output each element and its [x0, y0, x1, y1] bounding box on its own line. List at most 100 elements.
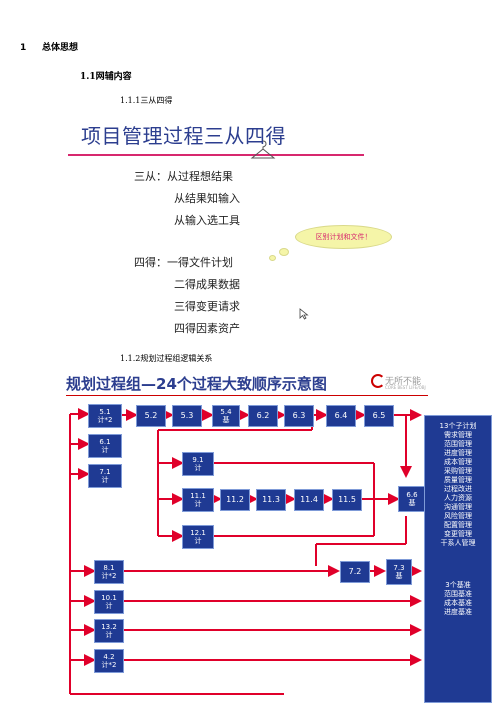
process-id: 11.2: [226, 495, 244, 504]
process-id: 7.2: [348, 567, 362, 576]
process-tag: 基: [408, 499, 416, 507]
panel-item: 需求管理: [444, 431, 472, 439]
process-tag: 计: [194, 500, 202, 508]
heading-text: 总体思想: [42, 43, 79, 53]
sancong-line-3: 从输入选工具: [174, 214, 240, 227]
process-id: 10.1: [101, 594, 117, 602]
process-tag: 计: [194, 464, 202, 472]
process-box: 5.3: [172, 405, 202, 427]
process-id: 6.2: [256, 411, 270, 420]
process-id: 8.1: [103, 564, 115, 572]
heading-1: 1 总体思想: [20, 40, 78, 53]
bubble-dot: [279, 248, 289, 256]
logo-text: 无所不能: [385, 377, 422, 387]
title-underline: [68, 154, 364, 156]
panel-item: 采购管理: [444, 467, 472, 475]
panel-item: 质量管理: [444, 476, 472, 484]
process-tag: 计: [194, 537, 202, 545]
process-id: 6.3: [292, 411, 306, 420]
panel-item: 配置管理: [444, 521, 472, 529]
process-id: 6.5: [372, 411, 386, 420]
slide-sancong-side: 项目管理过程三从四得 三从：从过程想结果 从结果知输入 从输入选工具 四得：一得…: [64, 112, 394, 344]
process-id: 11.5: [338, 495, 356, 504]
process-tag: 计: [101, 446, 109, 454]
panel-item: 成本基准: [444, 599, 472, 607]
process-box: 11.4: [294, 489, 324, 511]
panel-heading: 3个基准: [445, 581, 471, 589]
panel-item: 风险管理: [444, 512, 472, 520]
panel-item: 变更管理: [444, 530, 472, 538]
sancong-line-1: 三从：从过程想结果: [134, 170, 233, 183]
heading-2: 1.1网辅内容: [80, 72, 132, 82]
process-box: 11.5: [332, 489, 362, 511]
cursor-icon: [299, 308, 309, 320]
process-id: 11.3: [262, 495, 280, 504]
process-id: 9.1: [192, 456, 204, 464]
process-tag: 基: [222, 416, 230, 424]
bubble-dot: [269, 255, 276, 261]
thought-bubble: 区别计划和文件！: [295, 225, 392, 249]
panel-item: 进度基准: [444, 608, 472, 616]
process-id: 5.4: [220, 408, 232, 416]
slide-title: 规划过程组—24个过程大致顺序示意图: [66, 375, 327, 393]
process-tag: 计: [101, 476, 109, 484]
slide-process-flow: 规划过程组—24个过程大致顺序示意图 无所不能 CORE BEST LIFE/O…: [64, 368, 492, 706]
process-id: 6.4: [334, 411, 348, 420]
plans-panel: 13个子计划 需求管理 范围管理 进度管理 成本管理 采购管理 质量管理 过程改…: [424, 415, 492, 703]
process-id: 13.2: [101, 623, 117, 631]
process-tag: 计: [105, 602, 113, 610]
process-tag: 基: [395, 572, 403, 580]
process-id: 11.1: [190, 492, 206, 500]
process-id: 12.1: [190, 529, 206, 537]
panel-item: 成本管理: [444, 458, 472, 466]
process-tag: 计*2: [97, 416, 113, 424]
process-box: 5.2: [136, 405, 166, 427]
process-box: 11.3: [256, 489, 286, 511]
process-id: 4.2: [103, 653, 115, 661]
process-id: 5.1: [99, 408, 111, 416]
process-id: 6.6: [406, 491, 418, 499]
side-line-3: 三得变更请求: [174, 300, 240, 313]
panel-item: 范围管理: [444, 440, 472, 448]
process-tag: 计*2: [101, 572, 117, 580]
process-box: 11.2: [220, 489, 250, 511]
process-box: 7.2: [340, 561, 370, 583]
logo-subtext: CORE BEST LIFE/OBJ: [385, 385, 426, 390]
process-id: 11.4: [300, 495, 318, 504]
process-box: 6.5: [364, 405, 394, 427]
side-line-4: 四得因素资产: [174, 322, 240, 335]
process-id: 5.2: [144, 411, 158, 420]
logo-icon: [371, 374, 385, 388]
process-id: 7.3: [393, 564, 405, 572]
process-id: 5.3: [180, 411, 194, 420]
panel-item: 进度管理: [444, 449, 472, 457]
process-id: 6.1: [99, 438, 111, 446]
process-tag: 计: [105, 631, 113, 639]
side-line-1: 四得：一得文件计划: [134, 256, 233, 269]
process-box: 6.4: [326, 405, 356, 427]
slide-title: 项目管理过程三从四得: [81, 124, 286, 148]
hanger-icon: [250, 140, 276, 159]
side-line-2: 二得成果数据: [174, 278, 240, 291]
heading-number: 1: [20, 43, 27, 53]
panel-item: 人力资源: [444, 494, 472, 502]
heading-3-logic: 1.1.2规划过程组逻辑关系: [120, 354, 213, 363]
panel-item: 范围基准: [444, 590, 472, 598]
title-underline: [66, 395, 428, 396]
process-tag: 计*2: [101, 661, 117, 669]
flow-arrows: [69, 408, 422, 695]
process-box: 6.2: [248, 405, 278, 427]
process-id: 7.1: [99, 468, 111, 476]
